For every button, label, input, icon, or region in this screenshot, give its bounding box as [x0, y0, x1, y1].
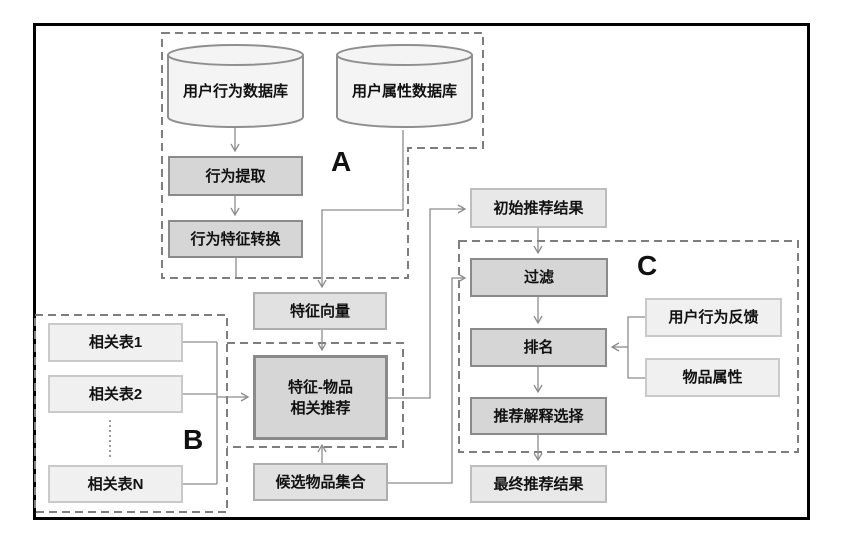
node-filter: 过滤 [470, 258, 608, 297]
user-feedback-label: 用户行为反馈 [668, 309, 759, 326]
explanation-select-label: 推荐解释选择 [493, 407, 584, 425]
behavior-feature-convert-label: 行为特征转换 [190, 230, 281, 248]
behavior-extract-label: 行为提取 [205, 167, 266, 185]
final-results-label: 最终推荐结果 [493, 475, 584, 493]
related-table-n-label: 相关表N [87, 475, 144, 493]
edge-featureitem-to-initialresults [388, 204, 467, 399]
node-related-table-2: 相关表2 [48, 375, 183, 413]
node-behavior-database: 用户行为数据库 [168, 70, 303, 110]
feature-item-group-outline [227, 342, 404, 448]
group-a-label: A [331, 146, 352, 177]
group-a-outline [161, 32, 484, 279]
node-item-attributes: 物品属性 [645, 358, 780, 397]
node-related-table-n: 相关表N [48, 465, 183, 503]
attribute-database-cylinder [336, 44, 473, 128]
node-initial-results: 初始推荐结果 [470, 188, 607, 228]
diagram-frame [33, 23, 810, 520]
behavior-database-label: 用户行为数据库 [182, 82, 288, 100]
filter-label: 过滤 [523, 269, 554, 286]
edge-feedback-attrs-bracket [627, 316, 645, 379]
node-attribute-database: 用户属性数据库 [337, 70, 472, 110]
node-behavior-extract: 行为提取 [168, 156, 303, 196]
node-feature-item-recommend: 特征-物品 相关推荐 [253, 355, 388, 440]
feature-item-recommend-label-line1: 特征-物品 [288, 378, 353, 396]
feature-vector-label: 特征向量 [289, 302, 350, 320]
group-b-label: B [183, 424, 204, 455]
initial-results-label: 初始推荐结果 [493, 199, 584, 217]
item-attributes-label: 物品属性 [682, 369, 743, 386]
node-related-table-1: 相关表1 [48, 323, 183, 362]
edge-candidateset-to-filter [388, 273, 467, 484]
ranking-label: 排名 [523, 339, 554, 356]
related-table-1-label: 相关表1 [88, 334, 143, 351]
group-c-outline [458, 240, 799, 453]
node-explanation-select: 推荐解释选择 [470, 397, 607, 435]
behavior-database-cylinder [167, 44, 304, 128]
node-candidate-set: 候选物品集合 [253, 463, 388, 501]
edge-attributedb-to-featurevector [317, 130, 404, 289]
candidate-set-label: 候选物品集合 [275, 473, 366, 491]
related-table-2-label: 相关表2 [88, 385, 143, 403]
node-final-results: 最终推荐结果 [470, 465, 607, 503]
node-user-feedback: 用户行为反馈 [645, 298, 782, 337]
attribute-database-label: 用户属性数据库 [351, 82, 457, 100]
node-behavior-feature-convert: 行为特征转换 [168, 220, 303, 258]
node-feature-vector: 特征向量 [253, 292, 387, 330]
feature-item-recommend-label-line2: 相关推荐 [290, 399, 351, 417]
group-c-label: C [637, 250, 658, 281]
node-ranking: 排名 [470, 328, 607, 367]
